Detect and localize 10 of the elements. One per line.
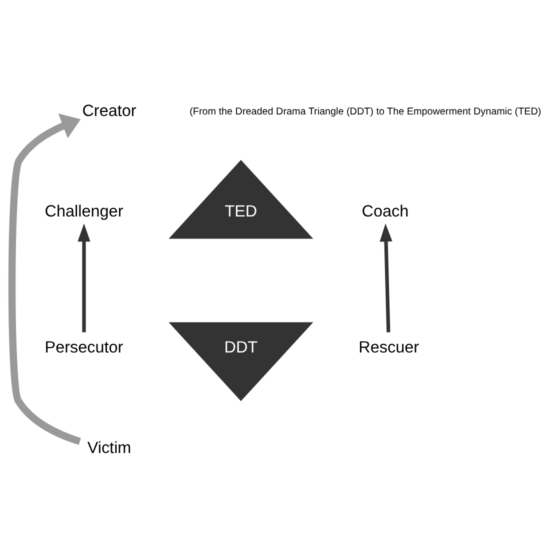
node-text: Creator [82,101,136,120]
node-text: Persecutor [44,338,124,356]
arrow [78,223,90,332]
node-text: Rescuer [358,338,420,356]
arrow [380,222,392,332]
node-text: Victim [87,438,132,457]
arrow [8,113,81,444]
node-text: Coach [362,202,409,220]
label: (From the Dreaded Drama Triangle (DDT) to The Empowerment Dynamic (TED) [190,106,542,117]
node-text: Challenger [44,202,124,220]
